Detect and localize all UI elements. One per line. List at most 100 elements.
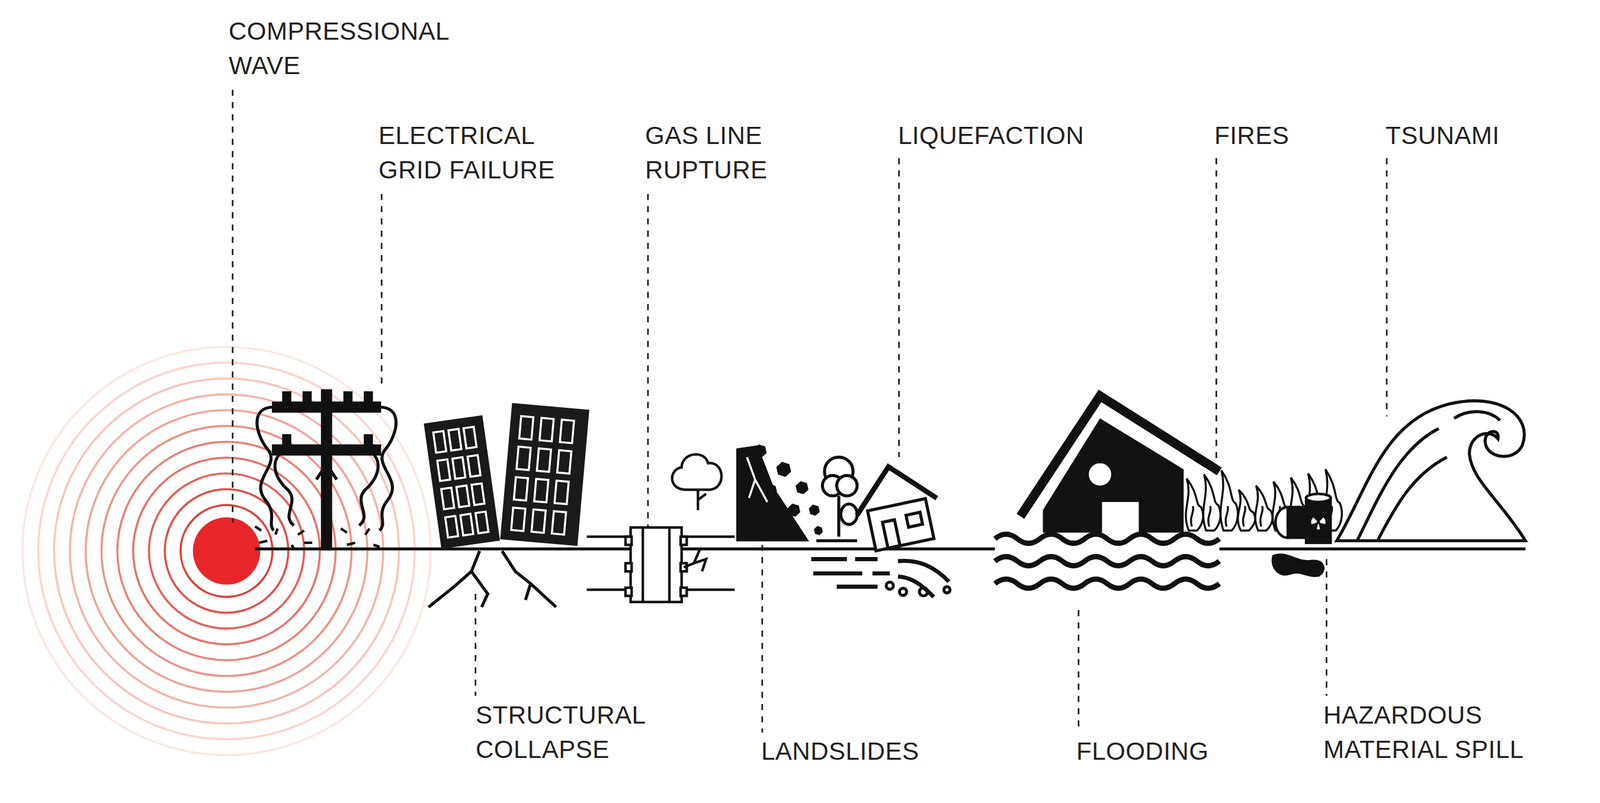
- utility-pole-part: [365, 435, 372, 446]
- collapsed-buildings-part-part-part: [539, 417, 554, 442]
- leader-lines: [232, 90, 1387, 733]
- collapsed-buildings-part-part-part: [513, 476, 528, 501]
- hazard-drums-part: [1273, 554, 1324, 576]
- liquefaction-part: [816, 539, 858, 543]
- collapsed-buildings-part-part-part: [441, 487, 455, 509]
- collapsed-buildings-part-part: [433, 426, 489, 538]
- gas-pipe: [586, 454, 735, 602]
- callout-label: FLOODING: [1076, 733, 1213, 769]
- collapsed-buildings-part-part-part: [534, 478, 549, 503]
- callout-label: ELECTRICAL GRID FAILURE: [378, 118, 559, 188]
- fires-part: [1185, 478, 1204, 531]
- ground-crack-part: [428, 550, 556, 608]
- collapsed-buildings-part-part-part: [475, 511, 489, 533]
- callout-label: COMPRESSIONAL WAVE: [228, 14, 454, 83]
- leader-lines-part: [1215, 158, 1218, 461]
- landslide-part-part: [814, 526, 823, 535]
- landslide-part-part: [809, 504, 819, 515]
- collapsed-buildings-part-part: [499, 402, 590, 546]
- seismic-rings-part: [101, 425, 352, 676]
- leader-lines-part: [380, 193, 383, 386]
- collapsed-buildings-part-part-part: [448, 428, 462, 451]
- flooded-house-part: [1020, 395, 1220, 516]
- collapsed-buildings-part-part-part: [552, 511, 567, 535]
- sparks-part: [255, 526, 380, 549]
- liquefaction-part: [943, 586, 950, 593]
- utility-pole-part: [274, 449, 294, 525]
- liquefaction: [810, 456, 950, 597]
- collapsed-buildings-part-part-part: [554, 480, 569, 505]
- tsunami-wave-part: [1336, 400, 1526, 541]
- flooded-house-part: [995, 533, 1220, 588]
- flooded-house-part-part: [995, 578, 1220, 588]
- fires-part: [1190, 505, 1194, 527]
- collapsed-buildings-part-part-part: [536, 448, 551, 473]
- utility-pole-part: [379, 406, 397, 531]
- flooded-house-part-part: [995, 556, 1220, 566]
- fires-part: [1242, 505, 1246, 527]
- callout-label: HAZARDOUS MATERIAL SPILL: [1323, 697, 1529, 767]
- hazard-drums-part: [1306, 497, 1331, 543]
- collapsed-buildings: [423, 402, 589, 549]
- leader-lines-part: [474, 593, 477, 696]
- liquefaction-part: [848, 457, 945, 553]
- callout-label: LANDSLIDES: [761, 733, 923, 769]
- utility-pole-part: [358, 449, 378, 525]
- utility-pole-part: [344, 392, 351, 403]
- collapsed-buildings-part-part-part: [559, 419, 575, 444]
- collapsed-buildings-part-part-part: [557, 450, 572, 474]
- gas-pipe-part: [625, 562, 632, 572]
- fires-part: [1203, 474, 1221, 531]
- leader-lines-part: [1325, 559, 1328, 697]
- collapsed-buildings-part-part-part: [516, 446, 531, 471]
- fires-part: [1225, 505, 1228, 527]
- seismic-rings-part: [117, 441, 336, 660]
- gas-pipe-part: [672, 454, 722, 490]
- gas-pipe-part: [625, 536, 632, 545]
- collapsed-buildings-part-part: [511, 415, 575, 535]
- callout-label: LIQUEFACTION: [898, 118, 1089, 153]
- gas-pipe-part: [697, 489, 707, 510]
- seismic-rings-part: [193, 517, 261, 585]
- seismic-rings-part: [180, 504, 273, 597]
- collapsed-buildings-part-part-part: [452, 457, 466, 479]
- utility-pole-part: [283, 435, 290, 446]
- seismic-rings-part: [133, 457, 320, 644]
- collapsed-buildings-part-part-part: [437, 459, 451, 481]
- leader-lines-part: [1077, 610, 1080, 733]
- fires-part: [1260, 505, 1263, 527]
- liquefaction-part-part: [867, 498, 935, 551]
- liquefaction-part: [919, 587, 928, 596]
- utility-pole: [257, 390, 397, 549]
- landslide-part: [754, 444, 823, 535]
- landslide: [736, 444, 823, 541]
- fires-part: [1208, 505, 1211, 527]
- collapsed-buildings-part-part-part: [445, 515, 459, 538]
- tsunami-wave: [1336, 400, 1526, 541]
- tsunami-wave-part: [1357, 411, 1500, 541]
- collapsed-buildings-part-part-part: [463, 426, 477, 448]
- liquefaction-part: [886, 581, 894, 589]
- fires-part: [1220, 470, 1238, 531]
- collapsed-buildings-part-part-part: [460, 513, 474, 535]
- collapsed-buildings-part: [499, 402, 590, 546]
- hazard-drums: [1273, 493, 1331, 576]
- fires: [1185, 469, 1342, 531]
- liquefaction-part: [840, 504, 858, 525]
- landslide-part-part: [754, 444, 766, 457]
- landslide-part: [746, 456, 768, 502]
- collapsed-buildings-part-part: [423, 415, 500, 549]
- gas-pipe-part: [630, 527, 682, 602]
- leader-lines-part: [1386, 158, 1388, 417]
- flooded-house-part-part: [995, 533, 1220, 543]
- collapsed-buildings-part-part-part: [518, 415, 534, 440]
- liquefaction-part-part: [882, 519, 901, 548]
- utility-pole-part: [316, 463, 337, 480]
- landslide-part-part: [787, 504, 800, 516]
- seismic-rings: [22, 346, 431, 755]
- leader-lines-part: [898, 158, 900, 457]
- callout-label: STRUCTURAL COLLAPSE: [475, 697, 650, 767]
- gas-pipe-part: [625, 587, 632, 596]
- liquefaction-part-part: [905, 511, 923, 527]
